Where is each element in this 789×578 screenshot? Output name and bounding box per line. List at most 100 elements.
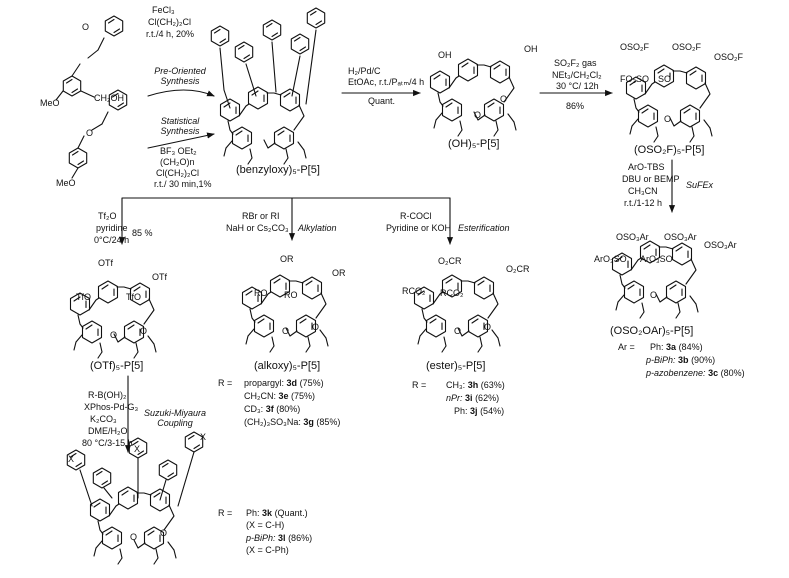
ester-item-1-name: CH₃: [446,380,466,390]
arrow-statistical [147,132,215,149]
oso2oar-label-6: O [650,290,657,300]
cond-triflation-2: pyridine [96,223,128,233]
ester-prefix: R = [412,380,427,390]
otf-label-5: O [110,330,117,340]
ar-item-2-code: 3b [678,355,689,365]
ester-item-2-name: nPr: [446,393,463,403]
alkoxy-item-3-yield: (80%) [276,404,301,414]
ester-item-1: CH₃: 3h (63%) [446,380,505,390]
alkoxy-item-2-yield: (75%) [291,391,316,401]
label-sufex: SuFEx [686,180,714,190]
reactant-bottom-o: O [86,128,93,138]
aryl-item-2: p-BiPh: 3l (86%) [246,533,312,543]
benzyloxy-p5-structure [210,7,326,164]
alkoxy-item-4-yield: (85%) [316,417,341,427]
alkoxy-item-4-name: (CH₂)₃SO₃Na: [244,417,301,427]
ester-item-3: Ph: 3j (54%) [454,406,504,416]
aryl-item-2-code: 3l [278,533,286,543]
compound-benzyloxy: (benzyloxy)₅-P[5] [236,164,320,176]
ester-label-3: RCO₂ [402,286,426,296]
cond-statistical-3: Cl(CH₂)₂Cl [156,168,199,178]
cond-sufex-1: ArO-TBS [628,162,665,172]
reactant-top-structure [55,15,124,101]
ar-item-1: Ph: 3a (84%) [650,342,703,352]
ar-item-2: p-BiPh: 3b (90%) [646,355,715,365]
ester-label-1: O₂CR [438,256,462,266]
cond-sufex-2: DBU or BEMP [622,174,680,184]
alkoxy-label-2: OR [332,268,346,278]
cond-sufex-3: CH₃CN [628,186,658,196]
ester-item-1-yield: (63%) [480,380,505,390]
atom-labels: O CH₂OH MeO O MeO OH OH O O OSO₂F OSO₂F … [40,22,743,542]
label-esterification: Esterification [458,223,510,233]
aryl-item-1-name: Ph: [246,508,260,518]
otf-label-4: TfO [126,292,141,302]
reactant-top-ch2oh: CH₂OH [94,93,124,103]
cond-sulfonylation-3: 30 °C/ 12h [556,81,599,91]
alkoxy-prefix: R = [218,378,233,388]
cond-esterification-1: R-COCl [400,211,432,221]
oh-label-2: OH [524,44,538,54]
label-statistical: Statistical Synthesis [160,116,200,137]
cond-triflation-3: 0°C/24 h [94,235,130,245]
aryl-label-1: X [68,454,74,464]
ester-item-2-yield: (62%) [475,393,500,403]
alkoxy-item-3-code: 3f [265,404,274,414]
otf-label-6: O [140,326,147,336]
alkoxy-item-3-name: CD₃: [244,404,264,414]
oso2oar-label-5: ArO₃SO [640,254,673,264]
aryl-label-3: X [200,432,206,442]
aryl-label-2: X [134,444,140,454]
cond-triflation-1: Tf₂O [98,211,117,221]
aryl-label-4: O [130,532,137,542]
alkoxy-label-5: O [282,326,289,336]
cond-statistical-2: (CH₂O)n [160,157,195,167]
oso2f-label-6: O [664,114,671,124]
oh-label-4: O [500,94,507,104]
cond-sulfonylation-2: NEt₃/CH₂Cl₂ [552,70,602,80]
oso2oar-label-2: OSO₃Ar [664,232,697,242]
alkoxy-item-2: CH₂CN: 3e (75%) [244,391,315,401]
oso2oar-label-1: OSO₃Ar [616,232,649,242]
compound-otf: (OTf)₅-P[5] [90,360,144,372]
ester-item-3-yield: (54%) [480,406,505,416]
cond-pre-oriented-2: Cl(CH₂)₂Cl [148,17,191,27]
compound-oso2f: (OSO₂F)₅-P[5] [634,144,705,156]
ester-item-3-name: Ph: [454,406,468,416]
ar-item-3-code: 3c [708,368,719,378]
cond-alkylation-1: RBr or RI [242,211,280,221]
alkoxy-item-4: (CH₂)₃SO₃Na: 3g (85%) [244,417,340,427]
cond-statistical-4: r.t./ 30 min,1% [154,179,212,189]
ester-p5-structure [415,275,501,352]
aryl-item-2-note: (X = C-Ph) [246,545,289,555]
alkoxy-label-1: OR [280,254,294,264]
ester-item-3-code: 3j [470,406,478,416]
cond-suzuki-5: 80 °C/3-15 h [82,438,133,448]
cond-hydrogenation-2: EtOAc, r.t./Pₐₜₘ/4 h [348,77,425,87]
ester-label-2: O₂CR [506,264,530,274]
ar-item-3: p-azobenzene: 3c (80%) [646,368,745,378]
ar-item-3-name: p-azobenzene: [646,368,706,378]
aryl-item-1-yield: (Quant.) [274,508,308,518]
alkoxy-p5-structure [243,275,329,352]
aryl-p5-structure [66,431,204,564]
ester-item-2-code: 3i [465,393,473,403]
alkoxy-item-1-yield: (75%) [299,378,324,388]
reactant-top-meo: MeO [40,98,60,108]
oso2f-label-2: OSO₂F [672,42,701,52]
ar-item-3-yield: (80%) [720,368,745,378]
otf-label-1: OTf [98,258,113,268]
label-pre-oriented: Pre-Oriented Synthesis [154,66,206,87]
ar-item-1-code: 3a [666,342,677,352]
oso2f-label-1: OSO₂F [620,42,649,52]
cond-sufex-4: r.t./1-12 h [624,198,663,208]
alkoxy-label-6: O [312,322,319,332]
ester-label-5: O [454,326,461,336]
ar-item-2-name: p-BiPh: [646,355,676,365]
aryl-prefix: R = [218,508,233,518]
cond-hydrogenation-yield: Quant. [368,96,396,106]
oso2oar-p5-structure [613,241,699,318]
ester-label-4: RCO₂ [440,288,464,298]
